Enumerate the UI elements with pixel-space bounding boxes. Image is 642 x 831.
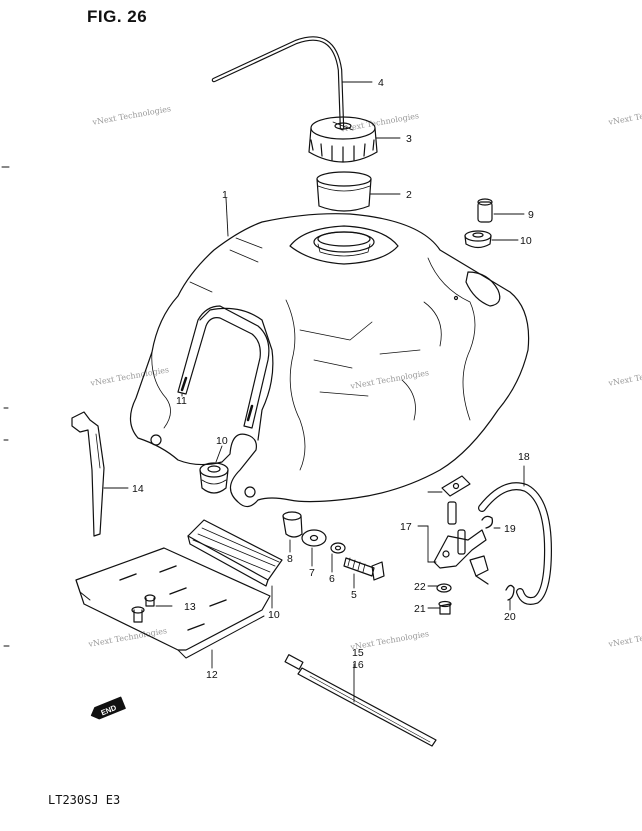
callout-14: 13 (184, 601, 196, 613)
breather-hose (211, 36, 345, 131)
clamp-band (71, 411, 105, 537)
hose-clip (505, 584, 515, 601)
upper-grommet (464, 230, 492, 249)
callout-10-lower: 10 (216, 435, 228, 447)
cock-washer (436, 583, 452, 593)
callout-16: 15 (352, 647, 364, 659)
model-code: LT230SJ E3 (48, 793, 121, 807)
callout-13: 12 (206, 669, 218, 681)
callout-labels: 4 3 2 1 9 10 11 10 14 8 7 6 5 10 13 12 1… (132, 77, 534, 681)
callout-21: 21 (414, 603, 426, 615)
lower-grommet (199, 462, 229, 494)
callout-12: 11 (176, 395, 187, 407)
callout-11: 10 (268, 609, 280, 621)
callout-7: 7 (309, 567, 315, 579)
callout-4: 4 (378, 77, 384, 89)
callout-18: 17 (400, 521, 412, 533)
rubber-cushion (187, 519, 283, 587)
callout-20-upper: 19 (504, 523, 516, 535)
margin-marks (1, 166, 10, 647)
fuel-hose (478, 482, 552, 605)
fuel-cock (433, 475, 489, 585)
cock-screw (438, 600, 452, 615)
bolt (343, 557, 385, 581)
small-washer (330, 542, 346, 554)
callout-22: 22 (414, 581, 426, 593)
cable-tie (284, 654, 437, 747)
callout-19: 18 (518, 451, 530, 463)
callout-10-upper: 10 (520, 235, 532, 247)
cap-gasket (316, 171, 372, 212)
fuel-tank (129, 213, 530, 508)
callout-3: 3 (406, 133, 412, 145)
end-arrow-icon: END (90, 696, 126, 720)
leader-lines (103, 81, 525, 703)
figure-title: FIG. 26 (87, 7, 148, 26)
callout-8: 8 (287, 553, 293, 565)
callout-17: 16 (352, 659, 364, 671)
callout-6: 6 (329, 573, 335, 585)
hose-clip (481, 515, 494, 529)
callout-15: 14 (132, 483, 144, 495)
plate-bolt (131, 594, 156, 623)
washer (301, 529, 327, 547)
callout-9: 9 (528, 209, 534, 221)
callout-5: 5 (351, 589, 357, 601)
tank-cushion-strap (177, 305, 270, 429)
under-plate (75, 547, 271, 659)
collar (282, 511, 303, 538)
callout-2: 2 (406, 189, 412, 201)
callout-20-lower: 20 (504, 611, 516, 623)
callout-1: 1 (222, 189, 228, 201)
fuel-cap (308, 116, 378, 163)
hose-joint (477, 198, 493, 223)
